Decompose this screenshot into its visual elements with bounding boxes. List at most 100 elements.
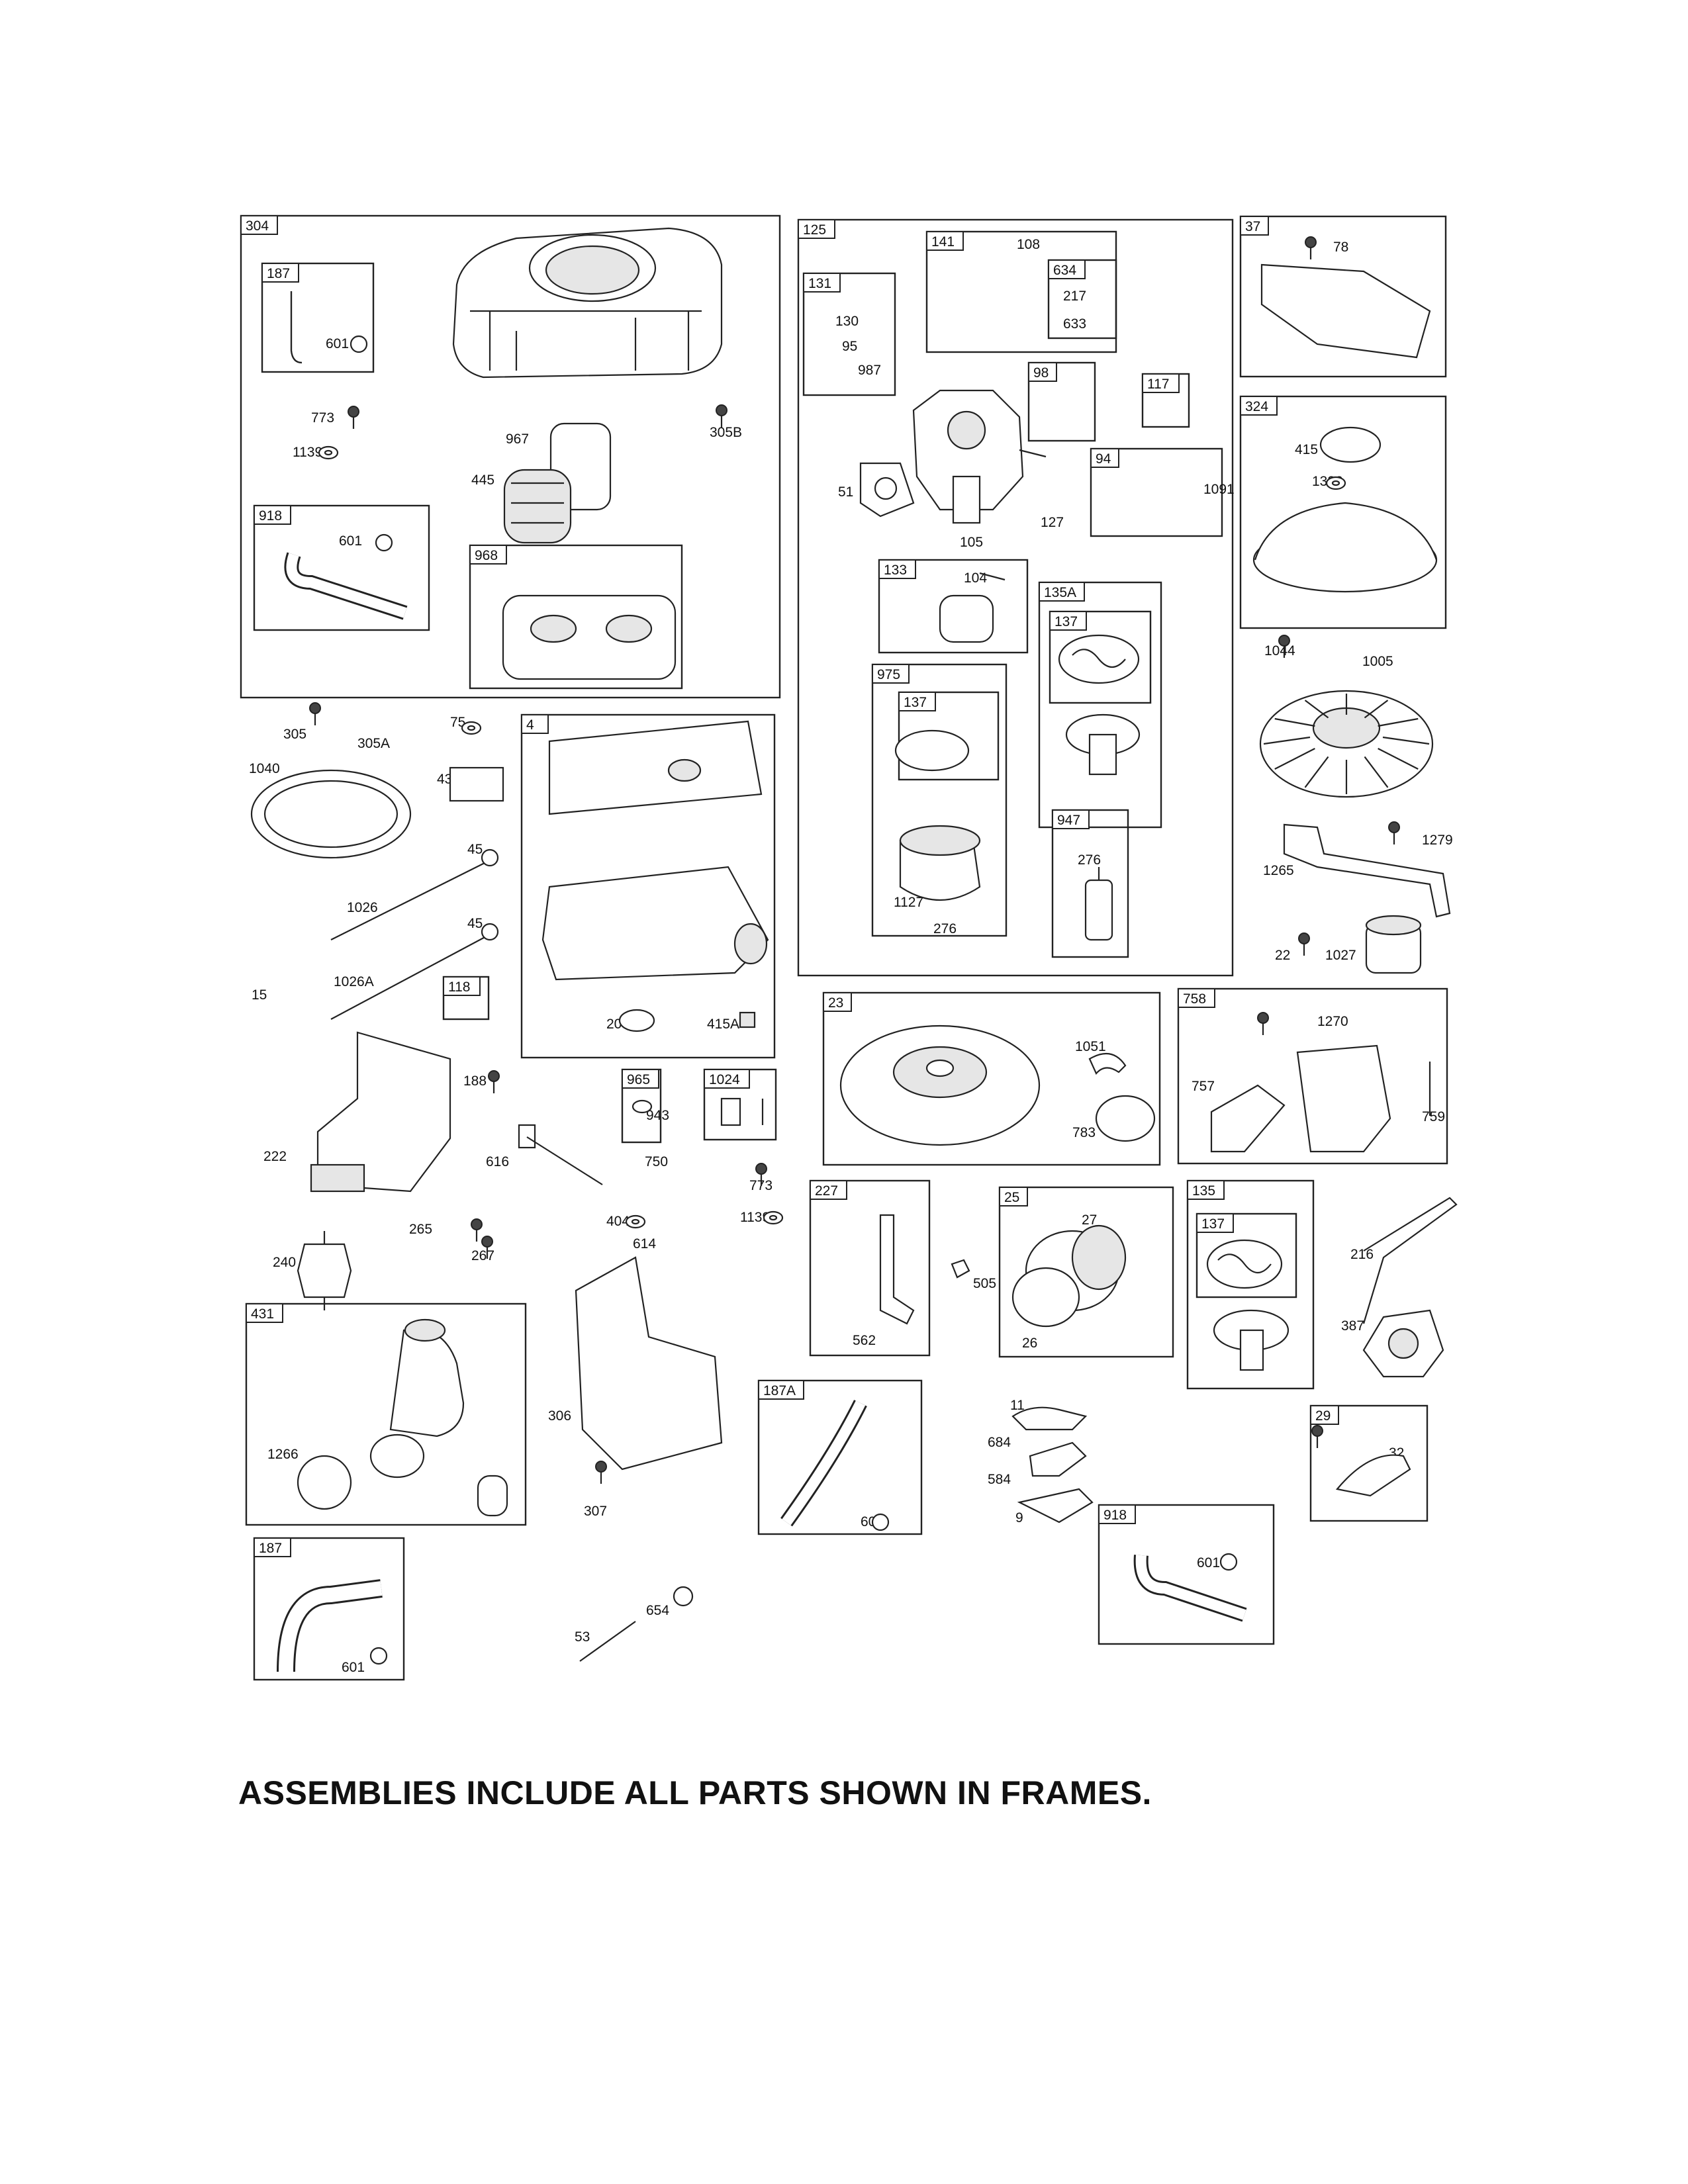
part-number-label: 1051 — [1075, 1039, 1106, 1054]
fuel-bowl-975-illustration — [894, 729, 981, 901]
washer-1332-illustration — [1325, 476, 1346, 490]
bracket-1265-illustration — [1283, 823, 1451, 918]
screw-32-illustration — [1311, 1425, 1323, 1448]
frame-tag: 98 — [1033, 365, 1049, 381]
governor-43-illustration — [449, 766, 504, 802]
frame-tag: 29 — [1315, 1408, 1331, 1424]
diaphragm-135-illustration — [1206, 1239, 1289, 1371]
frame-tag: 137 — [1201, 1216, 1225, 1232]
frame-tag: 137 — [904, 695, 927, 710]
dipstick-tubes-illustration — [330, 848, 499, 1020]
frame-tag: 758 — [1183, 991, 1206, 1007]
part-number-label: 43 — [437, 772, 452, 787]
part-number-label: 22 — [1275, 948, 1290, 963]
carburetor-illustration — [859, 389, 1047, 524]
heat-shield-37-illustration — [1260, 263, 1431, 359]
frame-tag: 918 — [259, 508, 282, 523]
part-number-label: 108 — [1017, 237, 1040, 252]
part-number-label: 51 — [838, 484, 853, 500]
part-number-label: 20 — [606, 1017, 622, 1032]
link-216-illustration — [1362, 1197, 1458, 1324]
part-number-label: 240 — [273, 1255, 296, 1270]
frame-tag: 133 — [884, 563, 907, 578]
part-number-label: 53 — [575, 1629, 590, 1645]
bracket-29-illustration — [1335, 1454, 1411, 1497]
frame-tag: 431 — [251, 1306, 274, 1322]
frame-tag: 304 — [246, 218, 269, 234]
screw-773b-illustration — [755, 1163, 767, 1186]
frame-tag: 1024 — [709, 1072, 740, 1087]
frame-135: 135 — [1186, 1179, 1315, 1390]
part-number-label: 1139 — [293, 445, 322, 460]
part-number-label: 127 — [1041, 515, 1064, 530]
frame-1024: 1024 — [703, 1068, 777, 1141]
frame-tag: 135 — [1192, 1183, 1215, 1199]
screw-267-illustration — [481, 1236, 493, 1259]
part-number-label: 1139 — [740, 1210, 770, 1225]
frame-tag: 135A — [1044, 585, 1076, 600]
part-number-label: 305B — [710, 425, 742, 440]
part-number-label: 306 — [548, 1408, 571, 1424]
frame-187a: 187A — [757, 1379, 923, 1535]
air-cleaner-cover-illustration — [502, 594, 677, 680]
part-number-label: 614 — [633, 1236, 656, 1251]
washer-404-illustration — [625, 1214, 646, 1229]
part-number-label: 216 — [1350, 1247, 1374, 1262]
frame-431: 431 — [245, 1302, 527, 1526]
part-number-label: 1044 — [1264, 643, 1295, 659]
part-number-label: 616 — [486, 1154, 509, 1169]
frame-324: 324 — [1239, 395, 1447, 629]
part-number-label: 759 — [1422, 1109, 1445, 1124]
part-number-label: 415A — [707, 1017, 739, 1032]
frame-118: 118 — [442, 976, 490, 1021]
part-number-label: 1279 — [1422, 833, 1453, 848]
part-number-label: 601 — [339, 533, 362, 549]
shaft-616-illustration — [518, 1124, 603, 1185]
part-number-label: 1026A — [334, 974, 374, 989]
part-number-label: 684 — [988, 1435, 1011, 1450]
part-number-label: 305A — [357, 736, 390, 751]
part-number-label: 1266 — [267, 1447, 299, 1462]
part-number-labels: 6017731139967445305B60110821763313095987… — [249, 237, 1453, 1675]
screw-305b-illustration — [716, 404, 727, 428]
part-number-label: 11 — [1010, 1398, 1025, 1413]
part-number-label: 505 — [973, 1276, 996, 1291]
washer-75-illustration — [461, 721, 482, 735]
frame-tag: 4 — [526, 717, 534, 733]
screw-307-illustration — [595, 1461, 607, 1484]
part-number-label: 276 — [933, 921, 957, 936]
screw-78-illustration — [1305, 236, 1317, 259]
part-number-label: 967 — [506, 432, 529, 447]
frame-tag: 947 — [1057, 813, 1080, 828]
washer-1139b-illustration — [763, 1210, 784, 1225]
part-number-label: 78 — [1333, 240, 1348, 255]
frame-tag: 125 — [803, 222, 826, 238]
screw-1279-illustration — [1388, 821, 1400, 844]
frame-tag: 117 — [1147, 377, 1169, 392]
frame-137-in-135: 137 — [1196, 1212, 1297, 1298]
part-number-label: 750 — [645, 1154, 668, 1169]
blower-housing-illustration — [452, 227, 723, 379]
pump-387-illustration — [1362, 1309, 1444, 1378]
part-number-label: 584 — [988, 1472, 1011, 1487]
fuel-pump-diaphragm-137a-illustration — [1058, 634, 1141, 776]
part-number-label: 104 — [964, 570, 987, 586]
flywheel-illustration — [839, 1024, 1156, 1146]
screw-188-illustration — [488, 1070, 500, 1093]
part-number-label: 45 — [467, 916, 483, 931]
part-number-label: 1026 — [347, 900, 378, 915]
part-number-label: 773 — [311, 410, 334, 426]
frame-tag: 324 — [1245, 399, 1268, 414]
frame-634: 634 — [1047, 259, 1117, 340]
float-133-illustration — [939, 572, 1006, 643]
elbow-431-illustration — [297, 1318, 508, 1517]
frame-98: 98 — [1027, 361, 1096, 442]
part-number-label: 445 — [471, 473, 494, 488]
part-number-label: 305 — [283, 727, 306, 742]
part-number-label: 15 — [252, 987, 267, 1003]
footer-note: ASSEMBLIES INCLUDE ALL PARTS SHOWN IN FR… — [238, 1774, 1152, 1811]
part-number-label: 757 — [1192, 1079, 1215, 1094]
part-number-label: 26 — [1022, 1336, 1037, 1351]
stud-53-illustration — [579, 1586, 694, 1662]
part-number-label: 1005 — [1362, 654, 1393, 669]
